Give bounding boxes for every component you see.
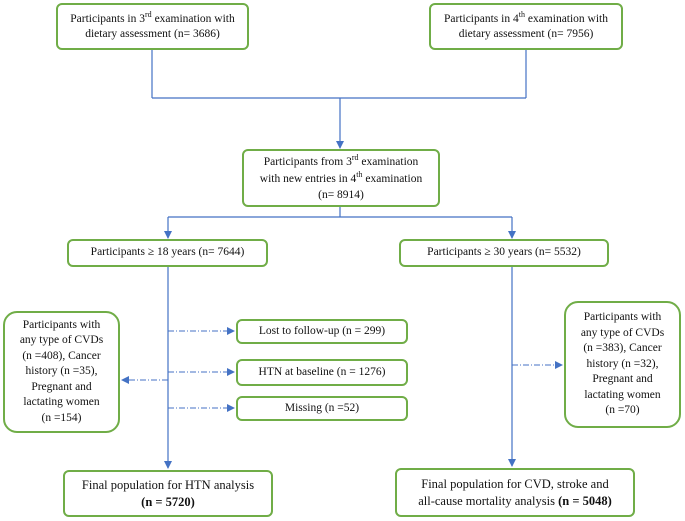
box-lost-follow-up: Lost to follow-up (n = 299) [236,319,408,344]
box-exam3-participants: Participants in 3rd examination with die… [56,3,249,50]
box-htn-baseline: HTN at baseline (n = 1276) [236,359,408,386]
box-exclusions-right: Participants with any type of CVDs (n =3… [564,301,681,428]
box-missing: Missing (n =52) [236,396,408,421]
box-final-htn: Final population for HTN analysis (n = 5… [63,470,273,517]
box-final-cvd: Final population for CVD, stroke and all… [395,468,635,517]
box-age18: Participants ≥ 18 years (n= 7644) [67,239,268,267]
box-exam4-participants: Participants in 4th examination with die… [429,3,623,50]
box-exclusions-left: Participants with any type of CVDs (n =4… [3,311,120,433]
box-combined-participants: Participants from 3rd examination with n… [242,149,440,207]
box-age30: Participants ≥ 30 years (n= 5532) [399,239,609,267]
